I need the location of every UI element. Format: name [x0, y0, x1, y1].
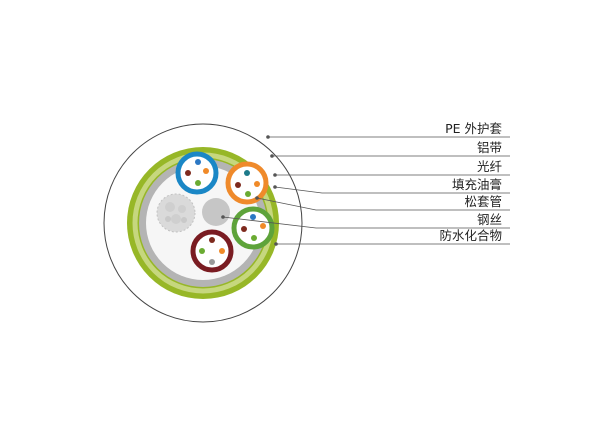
central-strength-member — [202, 198, 230, 226]
loose-tube-maroon — [190, 229, 234, 273]
label-pe-sheath: PE 外护套 — [445, 121, 502, 136]
label-loose-tube: 松套管 — [464, 194, 502, 209]
label-filling-gel: 填充油膏 — [452, 177, 502, 192]
leader-dot-loose-tube — [255, 196, 259, 200]
leader-steel-wire — [222, 216, 510, 229]
leader-dot-steel-wire — [221, 215, 225, 219]
leader-dot-optical-fiber — [273, 173, 277, 177]
leader-lines — [222, 136, 510, 245]
filler-element — [156, 193, 196, 233]
loose-tube-blue — [175, 151, 219, 195]
leader-dot-water-blocking — [274, 242, 278, 246]
leader-filling-gel — [274, 186, 510, 194]
leader-dot-aluminum-tape — [270, 154, 274, 158]
label-steel-wire: 钢丝 — [477, 212, 502, 227]
leader-dot-pe-sheath — [266, 135, 270, 139]
leader-dot-filling-gel — [273, 185, 277, 189]
loose-tube-green — [231, 206, 275, 250]
loose-tube-orange — [225, 161, 269, 205]
label-water-blocking: 防水化合物 — [439, 228, 502, 243]
label-optical-fiber: 光纤 — [477, 159, 503, 174]
leader-loose-tube — [256, 197, 510, 211]
label-aluminum-tape: 铝带 — [477, 140, 502, 155]
leader-endpoints — [221, 135, 278, 246]
